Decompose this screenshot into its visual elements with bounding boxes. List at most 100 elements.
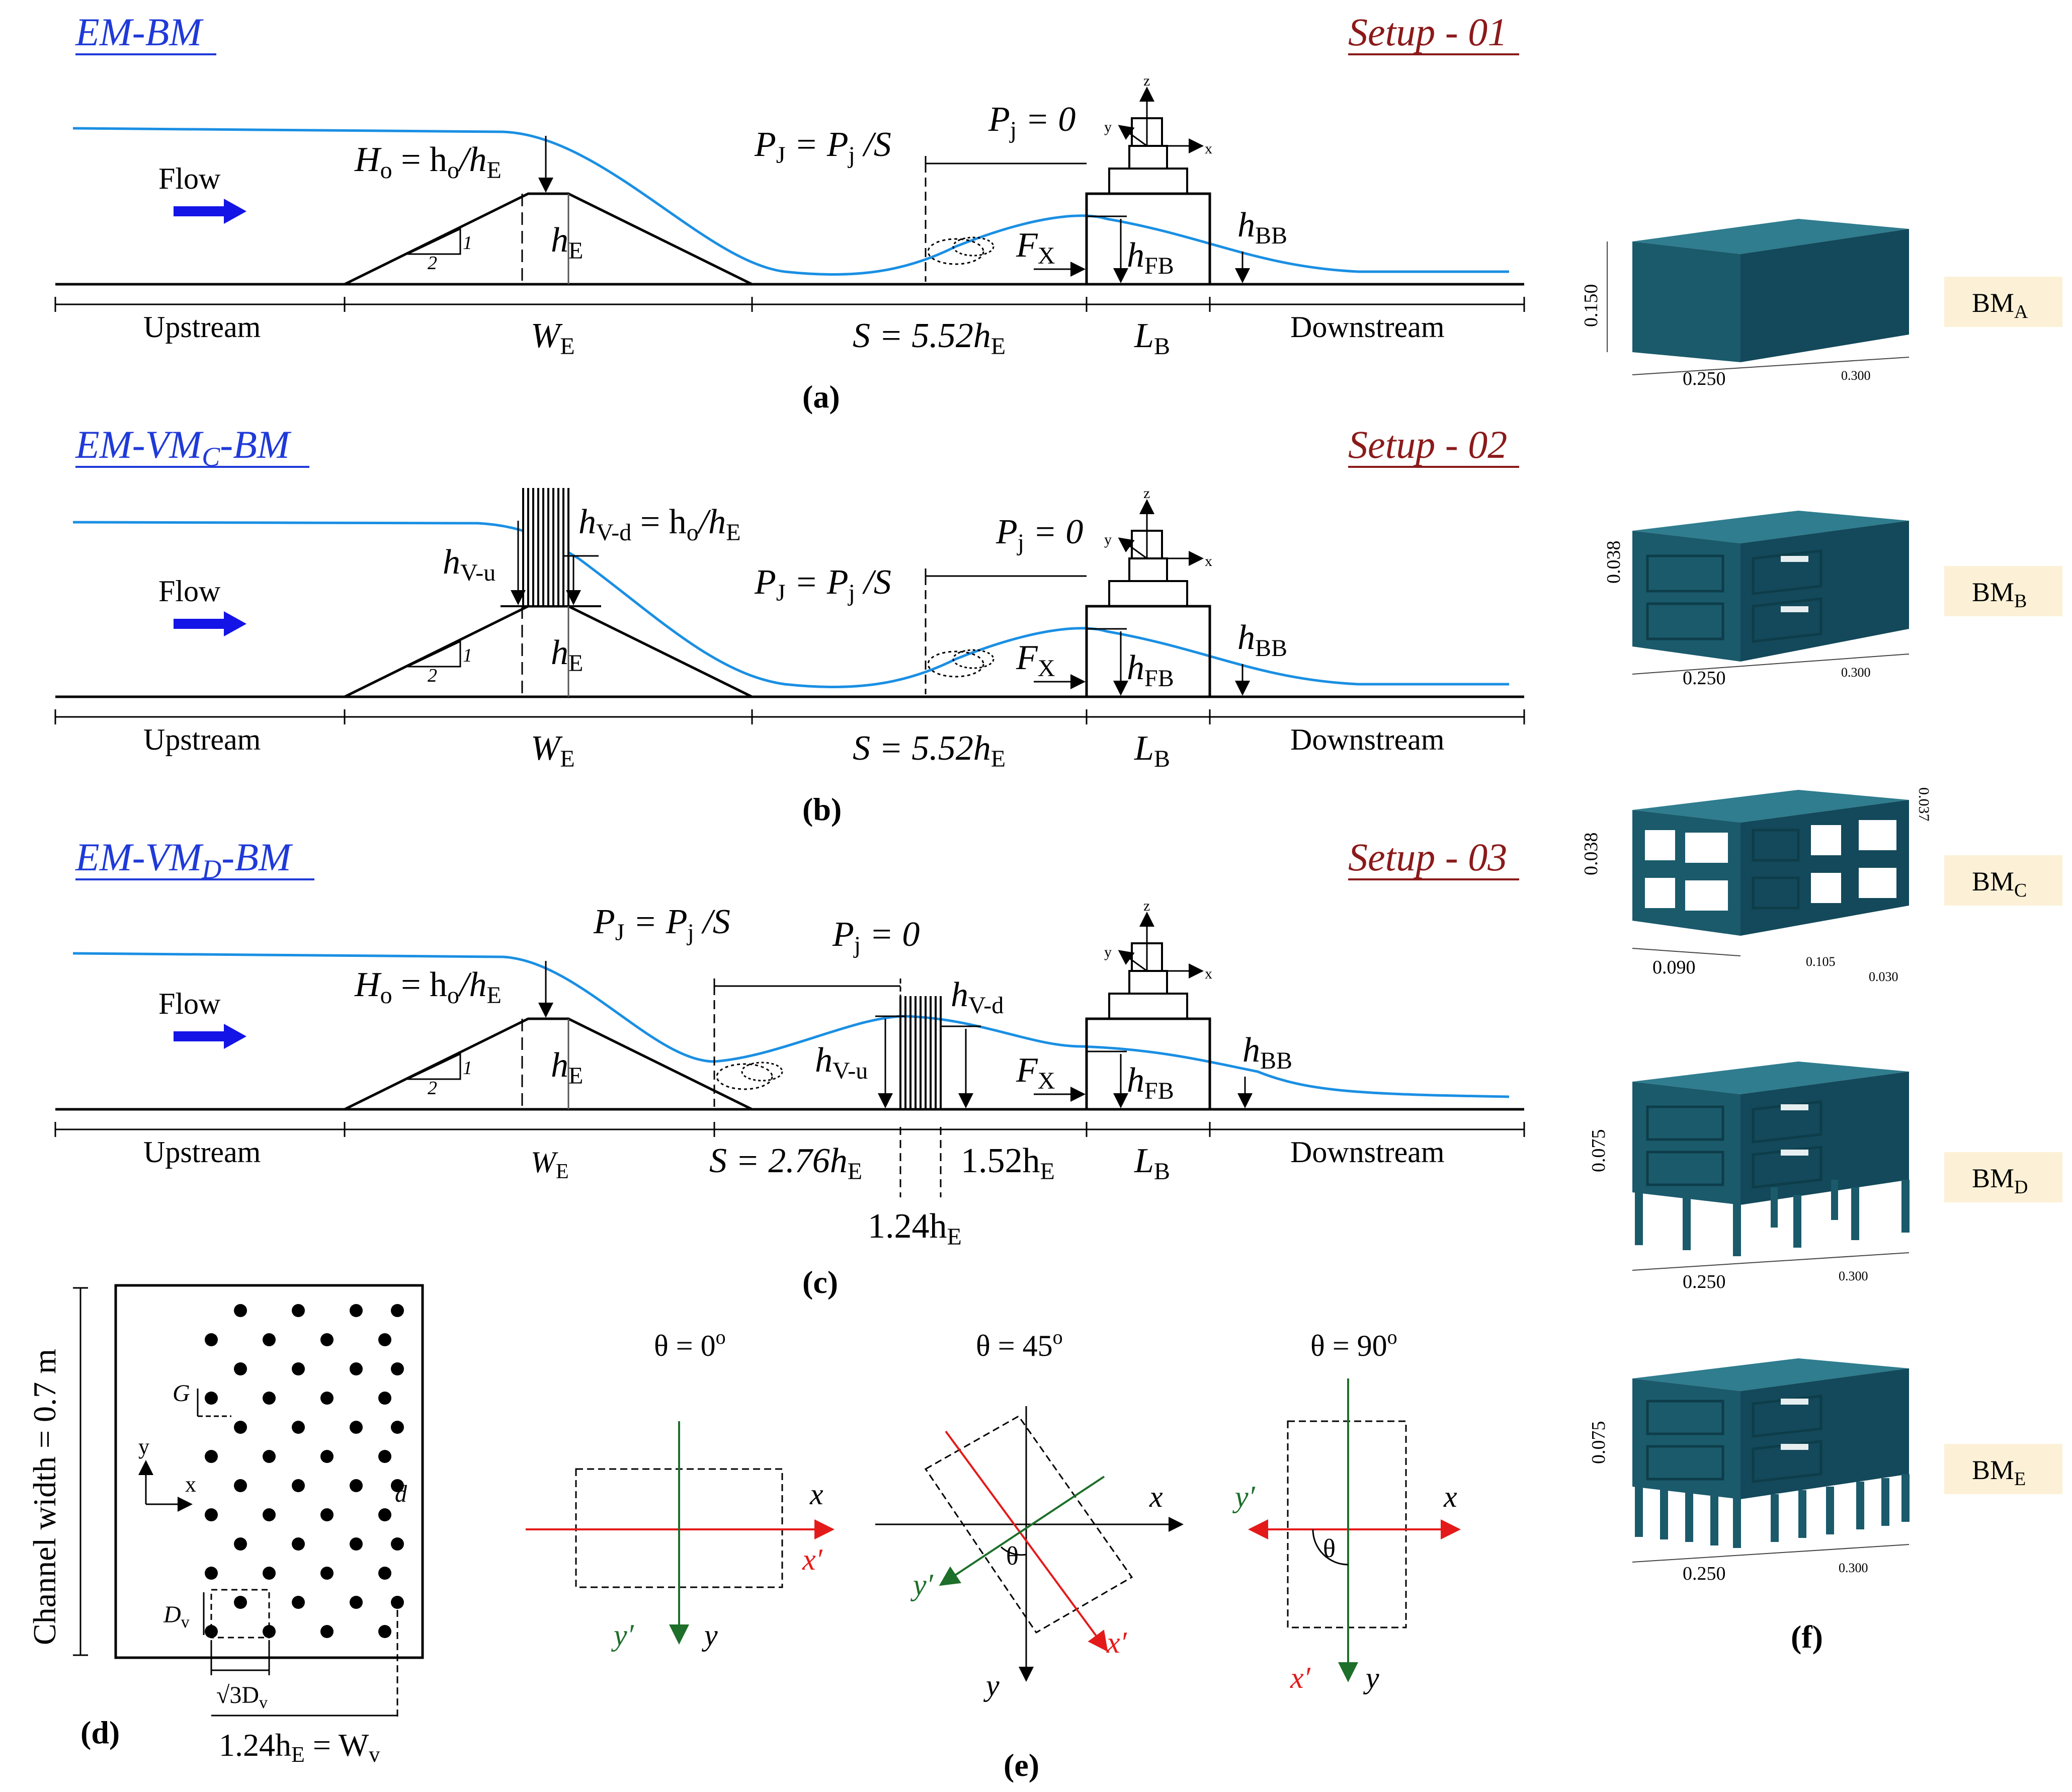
pj-zero-label-b: Pj = 0	[996, 513, 1083, 556]
hVd-label: hV-d = ho/hE	[578, 503, 741, 546]
e45-theta: θ	[1006, 1542, 1019, 1571]
Ho-label: Ho = ho/hE	[354, 140, 502, 184]
building-BMA: 0.150 0.250 0.300 BMA	[1581, 219, 2062, 389]
vegetation-dot	[320, 1392, 334, 1405]
flow-label: Flow	[158, 162, 221, 195]
panel-c-label: (c)	[802, 1264, 838, 1300]
vegetation-dot	[391, 1537, 404, 1551]
vegetation-dot	[263, 1625, 276, 1638]
channel-width-label: Channel width = 0.7 m	[27, 1349, 62, 1645]
BME-dim-w: 0.250	[1683, 1563, 1726, 1584]
BMC-dim-e: 0.030	[1869, 969, 1898, 984]
vegetation-dot	[378, 1392, 391, 1405]
FX-label-c: FX	[1016, 1051, 1055, 1094]
hFB-label: hFB	[1127, 236, 1174, 279]
embankment	[344, 192, 753, 286]
vegetation-model-d	[899, 996, 942, 1109]
LB-label-b: LB	[1134, 729, 1170, 772]
e0-xp: x′	[802, 1543, 823, 1576]
vegetation-dots	[205, 1304, 404, 1638]
BMA-label: BMA	[1972, 288, 2028, 322]
LB-label-c: LB	[1134, 1142, 1170, 1185]
d-axis-x: x	[185, 1472, 196, 1497]
e0-y: y	[701, 1618, 718, 1652]
hBB-label-b: hBB	[1237, 618, 1287, 662]
S-label-c: S = 2.76hE	[709, 1142, 862, 1185]
PJ-label-c: PJ = Pj /S	[593, 903, 730, 946]
model-title-c: EM-VMD-BM	[75, 835, 293, 884]
slope-rise-c: 1	[463, 1057, 472, 1079]
BMB-dim-v: 0.038	[1603, 541, 1624, 584]
panel-f-label: (f)	[1791, 1619, 1823, 1655]
e90-theta: θ	[1323, 1534, 1336, 1563]
axis-z-label-b: z	[1143, 485, 1150, 502]
vegetation-dot	[350, 1362, 363, 1375]
vegetation-dot	[292, 1479, 305, 1492]
d-axis-y: y	[138, 1434, 149, 1459]
vegetation-dot	[378, 1508, 391, 1521]
downstream-label-c: Downstream	[1290, 1135, 1445, 1169]
Wv-label: 1.24hE = Wv	[219, 1727, 380, 1767]
slope-run-c: 2	[428, 1078, 437, 1099]
S-label-a: S = 5.52hE	[853, 316, 1006, 360]
setup-a: EM-BM Setup - 01 1 2 Flow Ho = ho/hE hE …	[54, 10, 1525, 415]
vegetation-dot	[205, 1508, 218, 1521]
vegetation-dot	[320, 1625, 334, 1638]
BMA-dim-d: 0.300	[1841, 368, 1871, 383]
BMB-dim-w: 0.250	[1683, 668, 1726, 689]
e0-yp: y′	[611, 1618, 634, 1652]
BME-label: BME	[1972, 1455, 2026, 1490]
axis-z-label-c: z	[1143, 898, 1150, 914]
BMA-dim-v: 0.150	[1581, 284, 1602, 328]
e90-xp: x′	[1290, 1661, 1311, 1694]
hBB-label: hBB	[1237, 206, 1287, 249]
hE-label-b: hE	[551, 633, 583, 677]
vegetation-dot	[205, 1450, 218, 1463]
e90-yp: y′	[1232, 1480, 1256, 1513]
theta0-label: θ = 0o	[654, 1326, 726, 1362]
debris-icon	[927, 238, 984, 265]
BMC-dim-v: 0.038	[1581, 833, 1602, 876]
vegetation-dot	[234, 1304, 247, 1317]
vegetation-dot	[234, 1479, 247, 1492]
model-title-b: EM-VMC-BM	[75, 423, 292, 472]
sqrt3-label: √3Dv	[216, 1682, 268, 1712]
setup-title-b: Setup - 02	[1348, 423, 1507, 466]
vegetation-dot	[378, 1450, 391, 1463]
panel-e: θ = 0o x x′ y′ y θ = 45o θ x x′ y′ y θ =…	[526, 1326, 1461, 1783]
BME-dim-v: 0.075	[1588, 1421, 1609, 1464]
upstream-label-b: Upstream	[143, 723, 261, 756]
model-title-a: EM-BM	[75, 10, 204, 54]
vegetation-dot	[350, 1537, 363, 1551]
vegetation-dot	[263, 1392, 276, 1405]
panel-d-label: (d)	[80, 1715, 120, 1750]
upstream-label: Upstream	[143, 310, 261, 344]
vegetation-dot	[350, 1421, 363, 1434]
e90-y: y	[1363, 1661, 1379, 1694]
BMA-dim-w: 0.250	[1683, 368, 1726, 389]
vegetation-dot	[391, 1362, 404, 1375]
vegetation-dot	[234, 1362, 247, 1375]
setup-title-a: Setup - 01	[1348, 10, 1507, 54]
downstream-label-b: Downstream	[1290, 723, 1445, 756]
building-BMB: 0.038 0.250 0.300 BMB	[1603, 511, 2062, 689]
flow-arrow-icon	[174, 1024, 246, 1049]
FX-label-b: FX	[1016, 638, 1055, 682]
vegetation-dot	[205, 1567, 218, 1580]
G-label: G	[173, 1380, 190, 1407]
upstream-label-c: Upstream	[143, 1135, 261, 1169]
vegetation-dot	[320, 1333, 334, 1346]
vegetation-dot	[263, 1508, 276, 1521]
panel-b-label: (b)	[802, 791, 842, 827]
d-label: d	[395, 1481, 407, 1507]
vegetation-dot	[378, 1333, 391, 1346]
setup-title-c: Setup - 03	[1348, 835, 1507, 879]
Dv-label: Dv	[163, 1601, 190, 1632]
vegetation-dot	[320, 1450, 334, 1463]
WE-label-c: WE	[531, 1146, 569, 1183]
axis-y-label-b: y	[1104, 531, 1112, 548]
panel-e-label: (e)	[1004, 1747, 1039, 1783]
WE-label-b: WE	[531, 729, 575, 772]
axis-z-label: z	[1143, 72, 1150, 89]
